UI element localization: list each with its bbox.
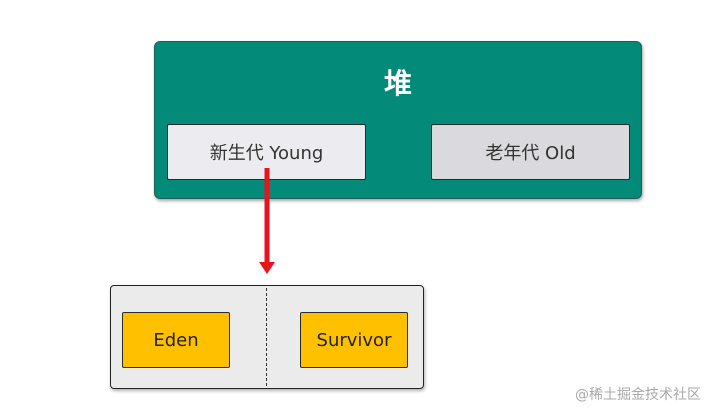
eden-label: Eden	[153, 329, 199, 351]
expand-arrow-head	[259, 262, 275, 274]
young-generation-detail: Eden Survivor	[110, 285, 424, 389]
heap-container: 堆 新生代 Young 老年代 Old	[154, 41, 642, 199]
space-divider	[266, 288, 267, 386]
survivor-box: Survivor	[300, 312, 408, 368]
watermark: @稀土掘金技术社区	[575, 387, 701, 403]
young-generation-label: 新生代 Young	[209, 143, 324, 164]
old-generation-label: 老年代 Old	[485, 143, 576, 164]
old-generation-box: 老年代 Old	[431, 124, 630, 180]
heap-title: 堆	[383, 67, 412, 100]
eden-box: Eden	[122, 312, 230, 368]
survivor-label: Survivor	[316, 329, 392, 351]
expand-arrow	[259, 168, 275, 274]
